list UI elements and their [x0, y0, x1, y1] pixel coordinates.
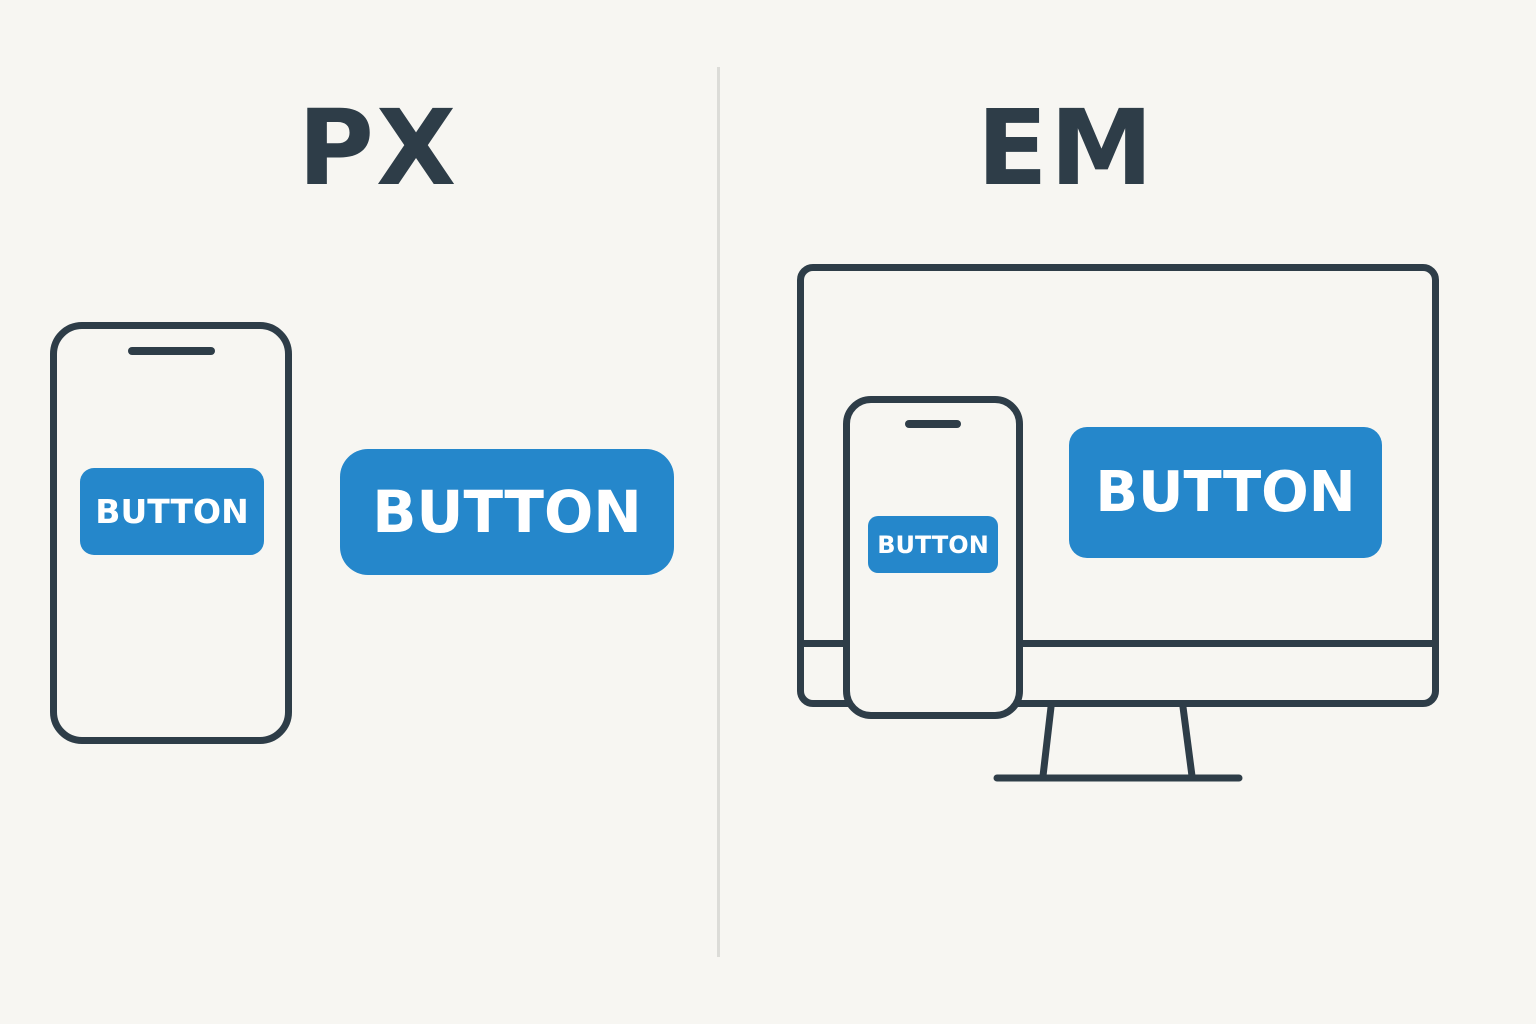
monitor-bezel-line	[800, 640, 1436, 647]
panel-divider	[717, 67, 720, 957]
px-heading: PX	[297, 87, 459, 209]
px-large-button[interactable]: BUTTON	[340, 449, 674, 575]
px-phone-button[interactable]: BUTTON	[80, 468, 264, 555]
em-monitor-button[interactable]: BUTTON	[1069, 427, 1382, 558]
phone-speaker	[905, 420, 961, 428]
em-heading: EM	[976, 87, 1156, 209]
em-phone-button[interactable]: BUTTON	[868, 516, 998, 573]
phone-speaker	[128, 347, 215, 355]
